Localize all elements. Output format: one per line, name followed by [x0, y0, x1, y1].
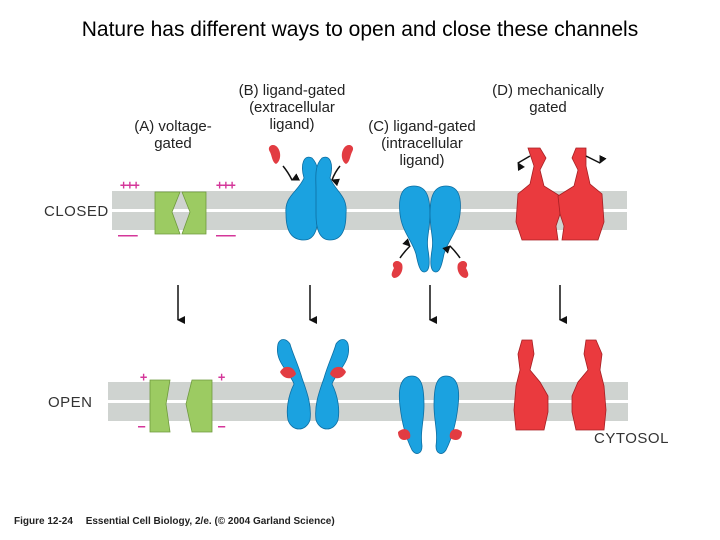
charge-open-bottom-left: –: [138, 419, 145, 433]
charge-open-bottom-right: –: [218, 419, 225, 433]
voltage-channel-closed: [154, 191, 207, 235]
label-ligand-gated-intracellular: (C) ligand-gated (intracellular ligand): [368, 118, 476, 169]
ligand-molecules-bound-extracellular: [280, 366, 346, 379]
ligand-molecules-extracellular: [268, 145, 354, 164]
label-ligand-gated-extracellular: (B) ligand-gated (extracellular ligand): [238, 82, 346, 133]
charge-open-top-left: +: [140, 370, 147, 384]
slide-title: Nature has different ways to open and cl…: [81, 18, 639, 41]
charge-closed-bottom-left: –––: [118, 228, 138, 242]
figure-caption: Figure 12-24 Essential Cell Biology, 2/e…: [14, 516, 335, 527]
charge-closed-bottom-right: –––: [216, 228, 236, 242]
membrane-open: [108, 382, 628, 421]
tension-arrows-closed: [517, 154, 607, 172]
figure-source: Essential Cell Biology, 2/e. (© 2004 Gar…: [85, 516, 335, 527]
state-open-label: OPEN: [48, 394, 93, 411]
mechanical-channel-closed: [515, 147, 605, 241]
voltage-channel-open: [149, 379, 213, 433]
ligand-extracellular-channel-open: [276, 339, 350, 430]
binding-arrows-extracellular: [282, 165, 341, 187]
ligand-intracellular-channel-closed: [399, 185, 461, 273]
binding-arrows-intracellular: [399, 238, 461, 259]
figure-number: Figure 12-24: [14, 516, 73, 527]
ligand-extracellular-channel-closed: [285, 156, 347, 241]
label-mechanically-gated: (D) mechanically gated: [492, 82, 604, 116]
ligand-intracellular-channel-open: [398, 375, 460, 454]
mechanical-channel-open: [513, 339, 607, 431]
charge-closed-top-left: +++: [120, 178, 140, 192]
membrane-closed: [112, 191, 627, 230]
cytosol-label: CYTOSOL: [594, 430, 669, 447]
charge-open-top-right: +: [218, 370, 225, 384]
transition-arrows: [177, 285, 567, 324]
label-voltage-gated: (A) voltage- gated: [134, 118, 212, 152]
charge-closed-top-right: +++: [216, 178, 236, 192]
state-closed-label: CLOSED: [44, 203, 109, 220]
ligand-molecules-bound-intracellular: [398, 429, 462, 440]
ligand-molecules-intracellular: [391, 261, 469, 278]
